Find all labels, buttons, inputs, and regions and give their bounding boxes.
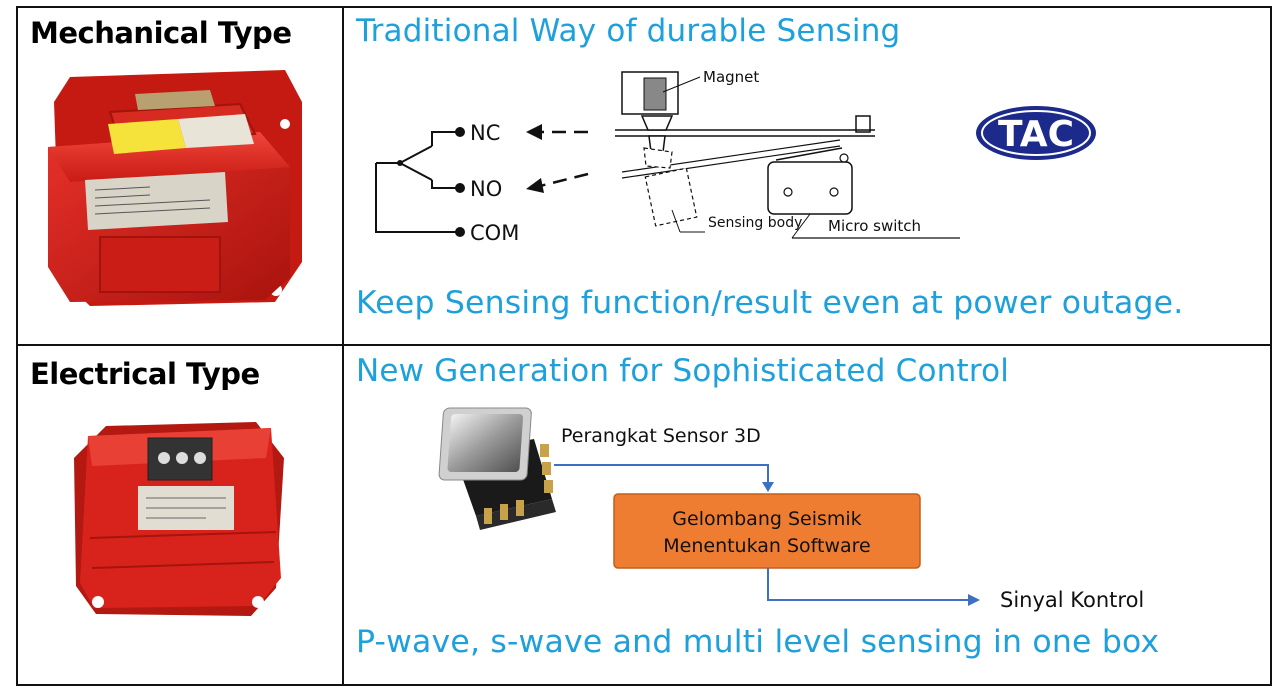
mechanical-heading: Traditional Way of durable Sensing xyxy=(356,13,901,49)
sensor-chip xyxy=(438,407,556,530)
no-label: NO xyxy=(470,177,502,201)
sensor-label: Perangkat Sensor 3D xyxy=(561,425,761,447)
software-box-line1: Gelombang Seismik xyxy=(672,508,861,530)
mechanical-footer: Keep Sensing function/result even at pow… xyxy=(356,285,1184,321)
logo-text: TAC xyxy=(998,114,1074,155)
mechanical-device-image xyxy=(48,70,302,306)
tac-logo: TAC xyxy=(976,106,1096,160)
electrical-heading: New Generation for Sophisticated Control xyxy=(356,353,1010,389)
row-divider xyxy=(16,344,1272,346)
electrical-device-image xyxy=(74,422,284,616)
micro-switch-label: Micro switch xyxy=(828,217,921,235)
com-label: COM xyxy=(470,221,519,245)
mechanical-type-label: Mechanical Type xyxy=(30,16,292,50)
switch-schematic xyxy=(375,131,460,233)
comparison-table xyxy=(16,6,1272,686)
nc-label: NC xyxy=(470,121,500,145)
mechanical-sensing-diagram: NC NO COM Magnet Sensing body Micro swit… xyxy=(375,68,960,245)
column-divider xyxy=(342,6,344,686)
sensing-body-label: Sensing body xyxy=(708,215,802,231)
software-box-line2: Menentukan Software xyxy=(663,535,871,557)
magnet-label: Magnet xyxy=(703,68,759,86)
electrical-flow-diagram: Perangkat Sensor 3D Gelombang Seismik Me… xyxy=(438,407,1144,612)
output-label: Sinyal Kontrol xyxy=(1000,588,1144,612)
electrical-type-label: Electrical Type xyxy=(30,357,260,391)
electrical-footer: P-wave, s-wave and multi level sensing i… xyxy=(356,624,1160,660)
